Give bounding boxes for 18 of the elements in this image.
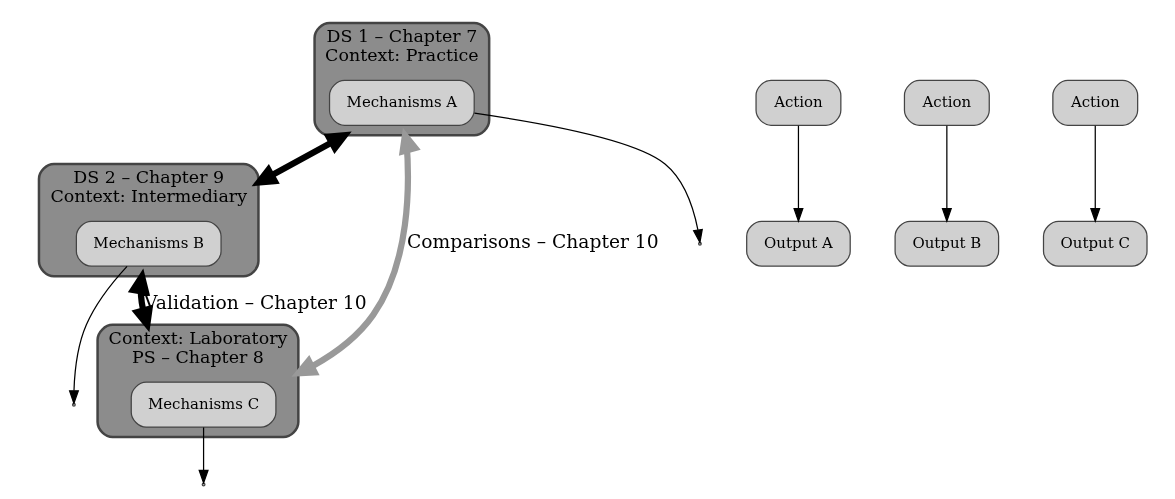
node-box: Mechanisms A [328, 79, 475, 126]
node-box: Output A [745, 220, 851, 267]
node-box: Mechanisms C [130, 381, 277, 428]
node-box: Action [1051, 79, 1138, 126]
edge-label: Comparisons – Chapter 10 [406, 231, 659, 253]
arrow [792, 125, 804, 223]
arrow [290, 127, 421, 377]
node-box: Output C [1042, 220, 1148, 267]
arrow [473, 112, 703, 245]
arrow [1089, 125, 1100, 223]
arrow [127, 268, 153, 333]
arrow [251, 131, 352, 187]
arrow [941, 125, 952, 223]
node-box: Action [754, 79, 841, 126]
node-box: Output B [893, 220, 999, 267]
node-box: Action [903, 79, 990, 126]
node-box: Mechanisms B [75, 220, 222, 267]
arrow [68, 265, 128, 406]
